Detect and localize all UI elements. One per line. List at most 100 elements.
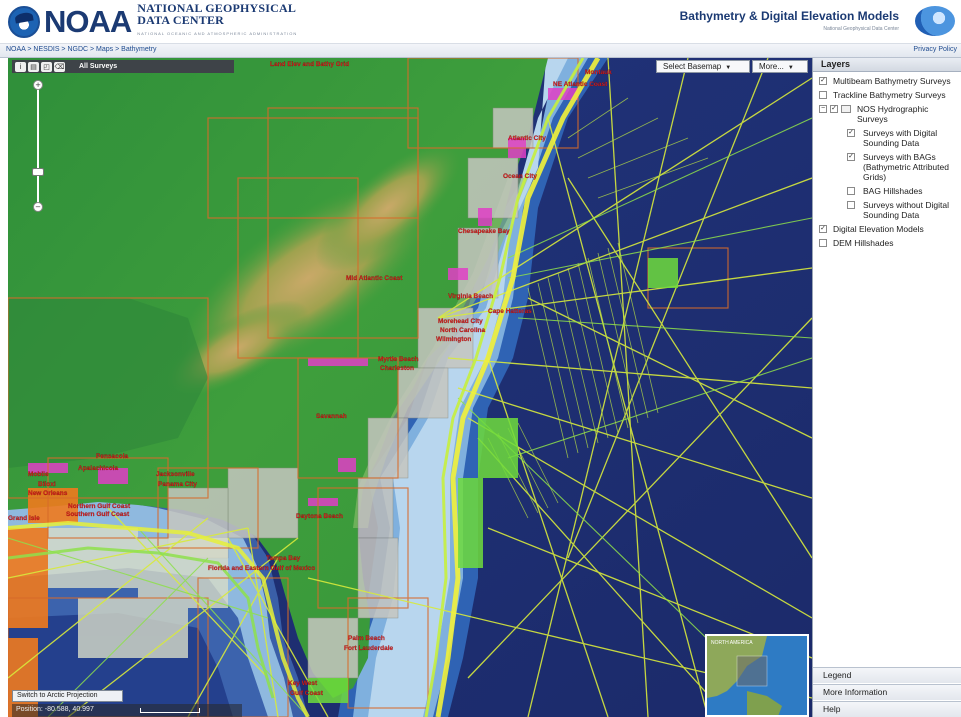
layer-checkbox[interactable]: ✓ [819, 77, 827, 85]
legend-tab[interactable]: Legend [813, 667, 961, 683]
map-label[interactable]: Morehead City [438, 318, 483, 325]
map-label[interactable]: Jacksonville [156, 471, 195, 478]
layer-checkbox[interactable] [819, 239, 827, 247]
site-header: NOAA NATIONAL GEOPHYSICAL DATA CENTER NA… [0, 0, 961, 44]
layer-label: BAG Hillshades [863, 186, 923, 196]
map-label[interactable]: Mid Atlantic Coast [346, 275, 403, 282]
map-label[interactable]: Key West [288, 680, 318, 687]
privacy-policy-link[interactable]: Privacy Policy [913, 46, 957, 53]
layer-dem-hillshades[interactable]: DEM Hillshades [813, 238, 961, 248]
layer-checkbox[interactable]: ✓ [847, 129, 855, 137]
map-label[interactable]: Virginia Beach [448, 293, 493, 300]
layer-multibeam[interactable]: ✓ Multibeam Bathymetry Surveys [813, 76, 961, 86]
layer-bag-hillshades[interactable]: BAG Hillshades [813, 186, 961, 196]
position-readout: Position: -80.588, 40.997 [12, 704, 242, 717]
map-label[interactable]: Atlantic City [508, 135, 546, 142]
ngdc-drop-icon [915, 6, 955, 36]
layer-label: Multibeam Bathymetry Surveys [833, 76, 951, 86]
map-viewport[interactable]: Land Elev and Bathy Grid Montauk NE Atla… [8, 58, 812, 717]
map-label[interactable]: Gulf Coast [290, 690, 324, 697]
map-label[interactable]: Savannah [316, 413, 347, 420]
layer-label: Surveys with BAGs (Bathymetric Attribute… [863, 152, 949, 182]
map-label[interactable]: Ocean City [503, 173, 537, 180]
layer-checkbox[interactable] [819, 91, 827, 99]
zoom-track[interactable] [37, 84, 39, 208]
map-label[interactable]: Apalachicola [78, 465, 119, 472]
layer-bags[interactable]: ✓ Surveys with BAGs (Bathymetric Attribu… [813, 152, 961, 182]
map-label[interactable]: Chesapeake Bay [458, 228, 510, 235]
map-label[interactable]: Fort Lauderdale [344, 645, 394, 652]
breadcrumb-bar: NOAA > NESDIS > NGDC > Maps > Bathymetry… [0, 44, 961, 58]
switch-projection-button[interactable]: Switch to Arctic Projection [12, 690, 123, 702]
org-line-2: DATA CENTER [137, 13, 225, 27]
zoom-in-icon[interactable]: + [33, 80, 43, 90]
more-label: More... [759, 62, 784, 71]
map-label[interactable]: Land Elev and Bathy Grid [270, 61, 349, 68]
layer-checkbox[interactable]: ✓ [819, 225, 827, 233]
help-tab[interactable]: Help [813, 701, 961, 717]
layer-label: DEM Hillshades [833, 238, 894, 248]
map-label[interactable]: Mobile [28, 471, 49, 478]
chevron-down-icon: ▼ [787, 65, 794, 71]
overview-label: NORTH AMERICA [711, 640, 753, 646]
layer-checkbox[interactable] [847, 187, 855, 195]
map-label[interactable]: Tampa Bay [266, 555, 301, 562]
chevron-down-icon: ▼ [725, 65, 732, 71]
erase-icon[interactable]: ⌫ [54, 61, 65, 72]
map-label[interactable]: Daytona Beach [296, 513, 343, 520]
map-label[interactable]: North Carolina [440, 327, 486, 334]
layer-checkbox[interactable]: ✓ [847, 153, 855, 161]
map-label[interactable]: Southern Gulf Coast [66, 511, 130, 518]
survey-filter-label[interactable]: All Surveys [79, 63, 118, 70]
layer-checkbox[interactable]: ✓ [830, 105, 838, 113]
org-line-1: NATIONAL GEOPHYSICAL [137, 1, 297, 15]
map-label[interactable]: Montauk [585, 69, 612, 76]
map-label[interactable]: Biloxi [38, 481, 56, 488]
map-label[interactable]: Northern Gulf Coast [68, 503, 131, 510]
map-label[interactable]: Wilmington [436, 336, 472, 343]
noaa-seal-icon [8, 6, 40, 38]
more-information-tab[interactable]: More Information [813, 684, 961, 700]
more-button[interactable]: More...▼ [752, 60, 808, 73]
zoom-out-icon[interactable]: − [33, 202, 43, 212]
scale-bar [140, 708, 200, 713]
map-label[interactable]: Panama City [158, 481, 198, 488]
layer-label: NOS Hydrographic Surveys [857, 104, 929, 124]
noaa-logo[interactable]: NOAA NATIONAL GEOPHYSICAL DATA CENTER NA… [8, 2, 297, 40]
layer-without-digital[interactable]: Surveys without Digital Sounding Data [813, 200, 961, 220]
folder-icon [841, 105, 851, 113]
select-icon[interactable]: ◰ [41, 61, 52, 72]
org-name: NATIONAL GEOPHYSICAL DATA CENTER NATIONA… [137, 2, 297, 40]
layers-panel: Layers ✓ Multibeam Bathymetry Surveys Tr… [812, 58, 961, 717]
app-title: Bathymetry & Digital Elevation Models [679, 9, 899, 23]
org-line-3: NATIONAL OCEANIC AND ATMOSPHERIC ADMINIS… [137, 31, 298, 36]
map-label[interactable]: Palm Beach [348, 635, 385, 642]
layer-dem[interactable]: ✓ Digital Elevation Models [813, 224, 961, 234]
layer-trackline[interactable]: Trackline Bathymetry Surveys [813, 90, 961, 100]
map-label[interactable]: Charleston [380, 365, 414, 372]
info-icon[interactable]: i [15, 61, 26, 72]
layer-checkbox[interactable] [847, 201, 855, 209]
collapse-icon[interactable]: − [819, 105, 827, 113]
layer-nos-hydrographic[interactable]: − ✓ NOS Hydrographic Surveys [813, 104, 961, 124]
map-label[interactable]: Myrtle Beach [378, 356, 419, 363]
zoom-handle[interactable] [32, 168, 44, 176]
layer-label: Digital Elevation Models [833, 224, 924, 234]
select-basemap-button[interactable]: Select Basemap▼ [656, 60, 750, 73]
map-label[interactable]: Florida and Eastern Gulf of Mexico [208, 565, 315, 572]
breadcrumb[interactable]: NOAA > NESDIS > NGDC > Maps > Bathymetry [6, 46, 157, 53]
zoom-slider[interactable]: + − [32, 80, 44, 212]
print-icon[interactable]: ▤ [28, 61, 39, 72]
select-basemap-label: Select Basemap [663, 62, 722, 71]
map-label[interactable]: Cape Hatteras [488, 308, 532, 315]
map-label[interactable]: New Orleans [28, 490, 68, 497]
layer-label: Surveys with Digital Sounding Data [863, 128, 938, 148]
layer-label: Trackline Bathymetry Surveys [833, 90, 946, 100]
map-label[interactable]: Pensacola [96, 453, 129, 460]
map-label[interactable]: Grand Isle [8, 515, 40, 522]
layer-digital-sounding[interactable]: ✓ Surveys with Digital Sounding Data [813, 128, 961, 148]
layer-list: ✓ Multibeam Bathymetry Surveys Trackline… [813, 72, 961, 248]
overview-map[interactable]: NORTH AMERICA [705, 634, 809, 717]
map-label[interactable]: NE Atlantic Coast [553, 81, 608, 88]
logo-text: NOAA [44, 4, 132, 39]
